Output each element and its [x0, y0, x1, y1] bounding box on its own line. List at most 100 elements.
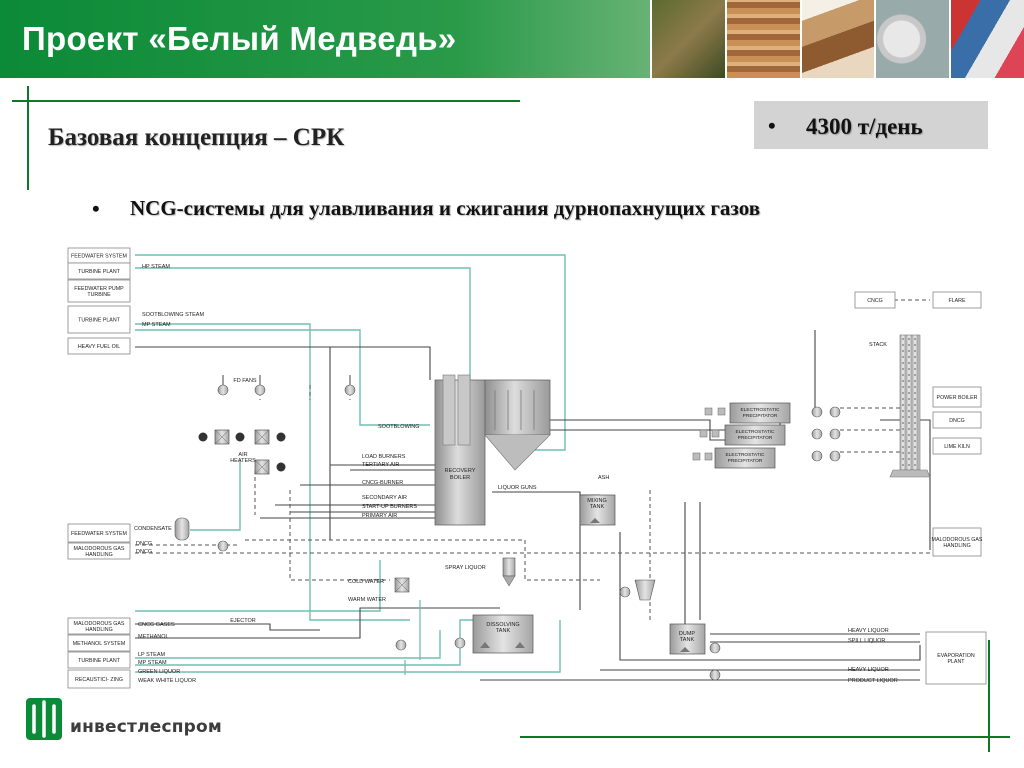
box-label: HEAVY FUEL OIL: [78, 344, 120, 350]
left-box: METHANOL SYSTEM: [67, 634, 131, 652]
cyclone: [634, 579, 656, 601]
right-box: POWER BOILER: [932, 386, 982, 408]
box-label: EVAPORATION: [937, 653, 975, 659]
left-box: RECAUSTICI- ZING: [67, 669, 131, 689]
stream-label: PRODUCT LIQUOR: [848, 678, 898, 684]
log-pile-photo: [724, 0, 800, 78]
stream-label: TERTIARY AIR: [362, 462, 399, 468]
decor-vline-bottom-right: [988, 640, 990, 752]
equipment-label: TANK: [496, 628, 511, 634]
stream-label: DNCG: [136, 549, 152, 555]
right-box: FLARE: [932, 291, 982, 309]
stream-label: LOAD BURNERS: [362, 454, 406, 460]
stream-label: COLD WATER: [348, 579, 384, 585]
paper-rolls-photo: [874, 0, 950, 78]
box-label: TURBINE: [87, 292, 111, 298]
equipment-label: TANK: [590, 504, 605, 510]
stream-label: SECONDARY AIR: [362, 495, 407, 501]
wood-veneer-photo: [799, 0, 875, 78]
capacity-bullet: •: [768, 113, 776, 138]
box-label: TURBINE PLANT: [78, 658, 121, 664]
equipment-label: STACK: [869, 342, 887, 348]
precipitator-label: ELECTROSTATIC: [741, 407, 781, 413]
capacity-text: 4300 т/день: [806, 114, 923, 139]
stream-label: METHANOL: [138, 634, 169, 640]
box-label: METHANOL SYSTEM: [73, 641, 126, 647]
decor-hline-bottom-right: [520, 736, 1010, 738]
box-label: MALODOROUS GAS: [74, 546, 125, 552]
page-title: Проект «Белый Медведь»: [22, 20, 457, 57]
equipment-label: HEATERS: [230, 458, 256, 464]
equipment-label: AIR: [238, 452, 247, 458]
company-logo: [26, 698, 62, 740]
box-label: FEEDWATER SYSTEM: [71, 531, 127, 537]
stream-label: WARM WATER: [348, 597, 386, 603]
fd-fans: [217, 375, 356, 396]
ncg-bullet-text: NCG-системы для улавливания и сжигания д…: [130, 196, 761, 220]
stream-label: HP STEAM: [142, 264, 170, 270]
box-label: CNCG: [867, 298, 883, 304]
box-label: HANDLING: [85, 552, 112, 558]
stream-label: START-UP BURNERS: [362, 504, 417, 510]
capacity-box: • 4300 т/день: [754, 101, 988, 149]
box-label: HANDLING: [85, 627, 112, 633]
box-label: PLANT: [947, 659, 965, 665]
precipitator-label: ELECTROSTATIC: [726, 452, 766, 458]
stream-label: WEAK WHITE LIQUOR: [138, 678, 196, 684]
precipitator-label: PRECIPITATOR: [738, 435, 773, 441]
equipment-label: DUMP: [679, 631, 696, 637]
header-bar: Проект «Белый Медведь»: [0, 0, 1024, 78]
decor-hline-top-left: [12, 100, 520, 102]
box-label: DNCG: [949, 418, 965, 424]
stream-label: PRIMARY AIR: [362, 513, 397, 519]
stream-label: HEAVY LIQUOR: [848, 628, 889, 634]
left-box: HEAVY FUEL OIL: [67, 337, 131, 355]
recovery-boiler-label: RECOVERY: [445, 468, 476, 474]
box-label: LIME KILN: [944, 444, 970, 450]
equipment-label: TANK: [680, 637, 695, 643]
right-box: LIME KILN: [932, 437, 982, 455]
stream-label: LIQUOR GUNS: [498, 485, 537, 491]
left-box: FEEDWATER SYSTEM: [67, 247, 131, 264]
equipment-label: FD FANS: [233, 378, 257, 384]
box-label: FEEDWATER PUMP: [74, 286, 124, 292]
box-label: MALODOROUS GAS: [74, 621, 125, 627]
box-label: TURBINE PLANT: [78, 269, 121, 275]
stream-label: SPRAY LIQUOR: [445, 565, 486, 571]
left-box: TURBINE PLANT: [67, 651, 131, 669]
stream-label: CNCG GASES: [138, 622, 175, 628]
right-box: CNCG: [854, 291, 896, 309]
dump-tank: [669, 623, 706, 655]
condensate-drum: [174, 517, 190, 541]
stream-label: GREEN LIQUOR: [138, 669, 180, 675]
box-label: POWER BOILER: [937, 395, 978, 401]
section-subtitle: Базовая концепция – СРК: [48, 124, 345, 151]
precipitator-label: ELECTROSTATIC: [736, 429, 776, 435]
stream-label: CONDENSATE: [134, 526, 172, 532]
stream-label: DNCG: [136, 541, 152, 547]
stream-label: CNCG-BURNER: [362, 480, 403, 486]
header-photo-strip: [650, 0, 1024, 78]
left-box: TURBINE PLANT: [67, 305, 131, 334]
stream-label: ASH: [598, 475, 609, 481]
equipment-label: MIXING: [587, 498, 607, 504]
stream-label: SPILL LIQUOR: [848, 638, 885, 644]
air-heaters: [198, 429, 286, 475]
electrostatic-precipitators: [692, 402, 841, 469]
mixing-tank: [579, 494, 616, 526]
stream-label: MP STEAM: [142, 322, 171, 328]
box-label: RECAUSTICI- ZING: [75, 677, 123, 683]
pumps: [217, 540, 721, 681]
ncg-bullet: •: [92, 196, 100, 221]
stream-label: MP STEAM: [138, 660, 167, 666]
svg-text:BOILER: BOILER: [450, 475, 470, 481]
box-label: FLARE: [948, 298, 966, 304]
equipment-label: DISSOLVING: [486, 622, 519, 628]
